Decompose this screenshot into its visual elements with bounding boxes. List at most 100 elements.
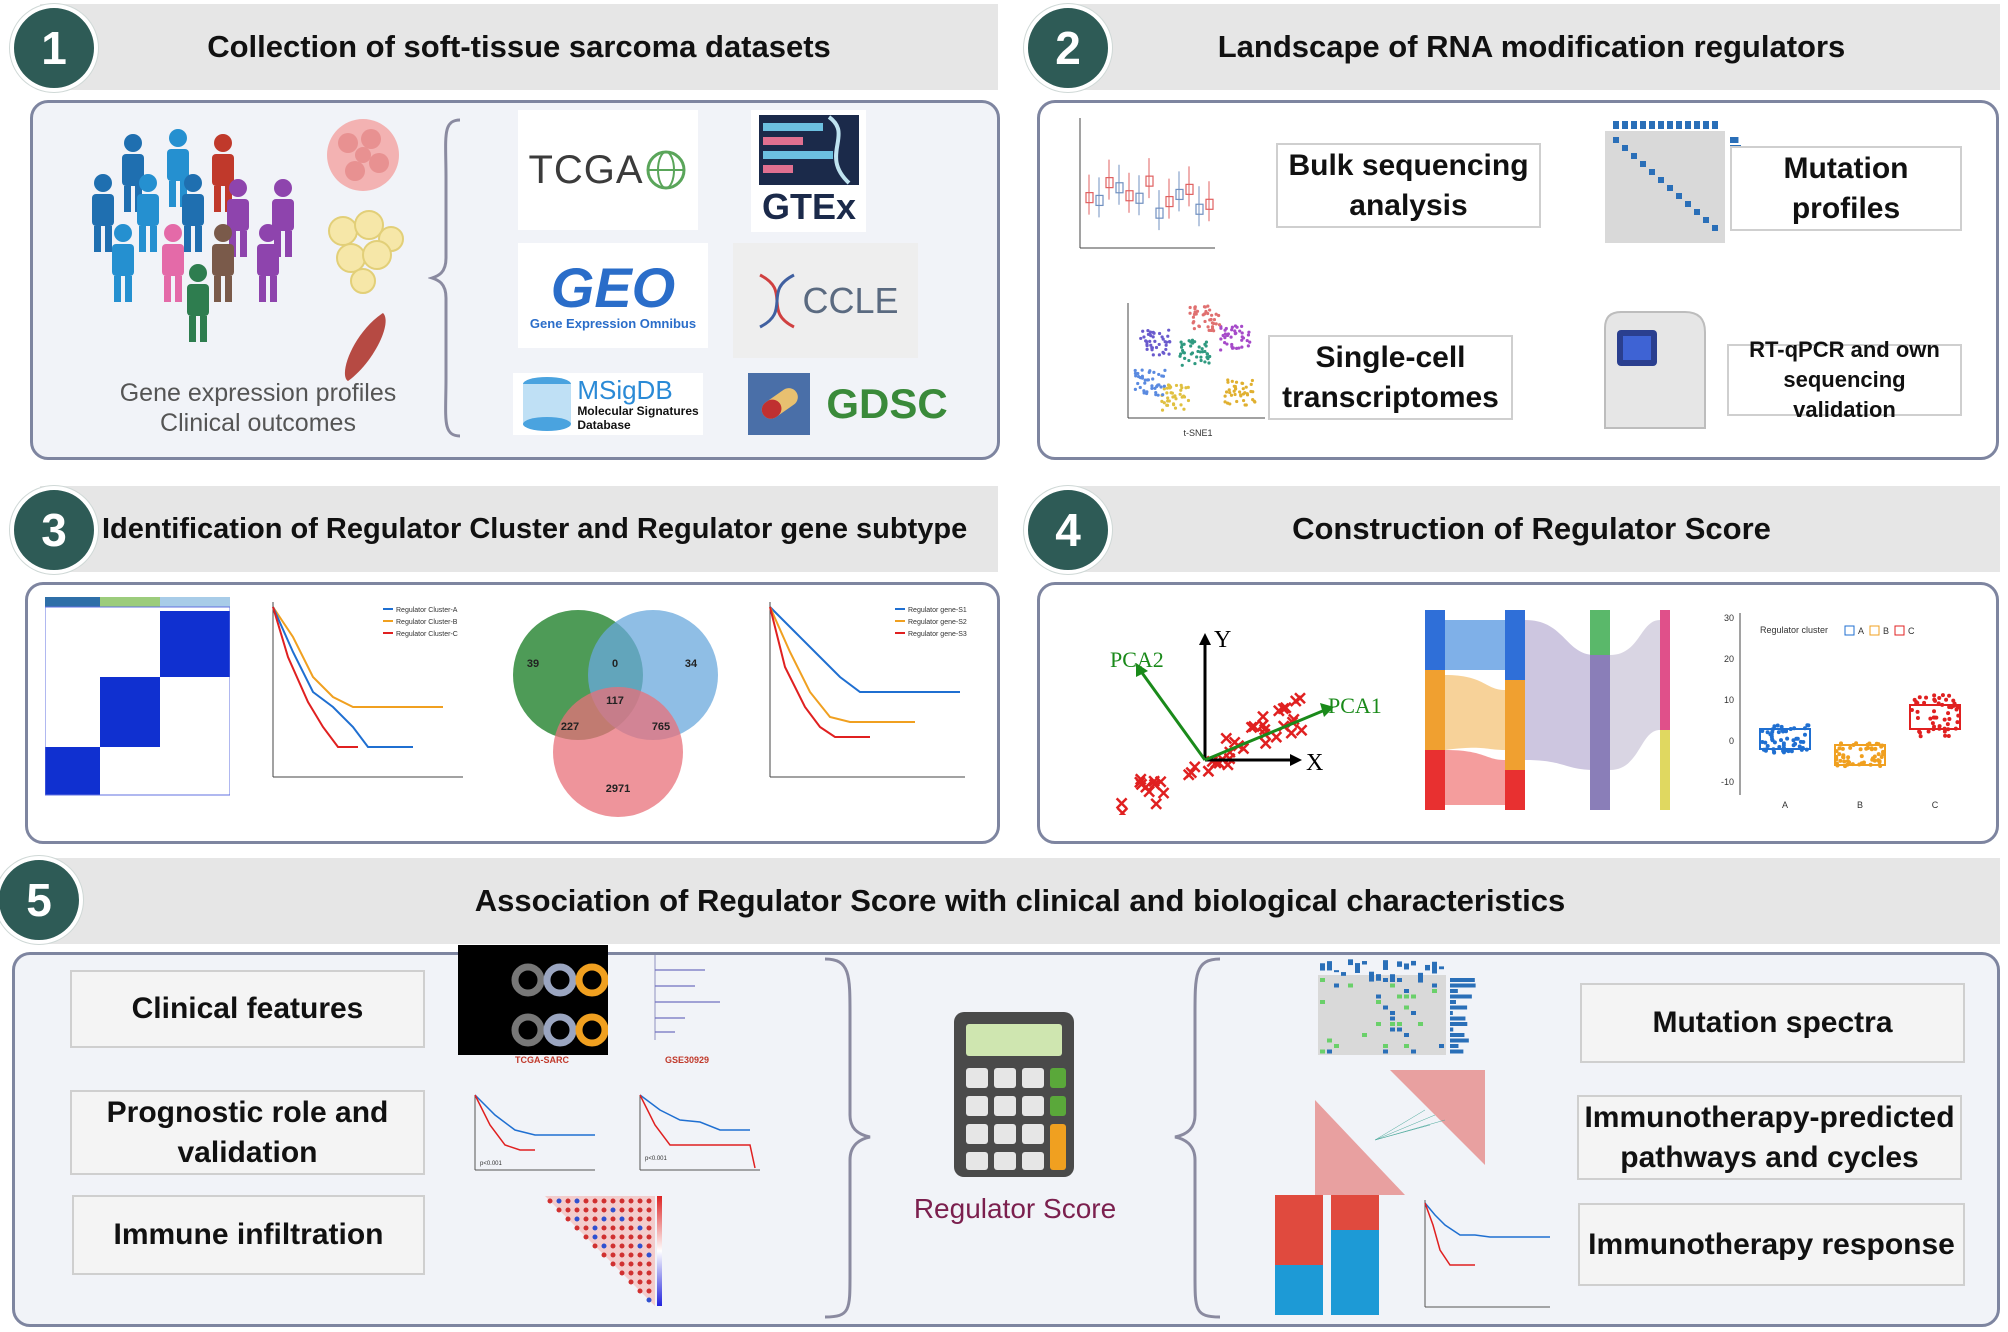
tsne-scatter: t-SNE1 [1127, 303, 1265, 438]
tsne-point [1207, 361, 1211, 365]
box-jitter-point [1928, 716, 1933, 721]
box-jitter-point [1770, 737, 1775, 742]
tsne-point [1212, 321, 1216, 326]
tsne-point [1145, 390, 1149, 394]
donut-ring [543, 1013, 577, 1047]
tsne-point [1217, 313, 1221, 318]
tcga-sarc-label: TCGA-SARC [515, 1055, 569, 1065]
onco-cell [1411, 1011, 1416, 1015]
section-2-title: Landscape of RNA modification regulators [1217, 29, 1846, 64]
pca-point [1116, 807, 1129, 815]
person-leg-icon [150, 226, 157, 252]
box-jitter-point [1946, 711, 1951, 716]
onco-cell [1362, 1033, 1367, 1037]
mutation-topbar [1631, 121, 1637, 129]
tsne-point [1202, 305, 1207, 309]
onco-cell [1390, 1011, 1395, 1015]
onco-sidebar [1450, 1027, 1454, 1032]
onco-cell [1376, 1022, 1381, 1026]
tsne-point [1179, 403, 1183, 407]
donut-ring [511, 1013, 545, 1047]
pca2-label: PCA2 [1110, 647, 1164, 672]
person-body-icon [112, 244, 134, 276]
mutation-topbar [1712, 121, 1718, 129]
msigdb-logo: MSigDB Molecular Signatures Database [513, 373, 703, 435]
correlation-dot [646, 1270, 652, 1276]
mutation-spectra-box: Mutation spectra [1580, 983, 1965, 1063]
pca-point [1135, 778, 1148, 791]
tsne-point [1245, 393, 1250, 397]
person-head-icon [164, 224, 182, 242]
tsne-point [1182, 407, 1186, 411]
tsne-point [1138, 385, 1142, 390]
correlation-dot [646, 1243, 652, 1249]
correlation-dot [583, 1216, 589, 1222]
tsne-point [1156, 393, 1160, 397]
bulk-box [1095, 194, 1104, 207]
bulk-box [1135, 192, 1144, 204]
correlation-dot [556, 1198, 562, 1204]
tsne-point [1181, 350, 1185, 355]
person-body-icon [122, 154, 144, 186]
box-jitter-point [1932, 693, 1937, 698]
section-5-badge: 5 [0, 856, 83, 944]
venn-abc: 117 [606, 695, 624, 707]
onco-cell [1383, 1049, 1388, 1054]
tsne-point [1239, 393, 1243, 397]
ccle-logo: CCLE [733, 243, 918, 358]
gdsc-text: GDSC [826, 380, 948, 427]
onco-cell [1397, 978, 1402, 982]
person-leg-icon [259, 276, 266, 302]
tsne-point [1212, 317, 1217, 322]
person-leg-icon [175, 276, 182, 302]
tsne-point [1203, 312, 1207, 316]
section-2-panel: Bulk sequencing analysis Mutation profil… [1037, 100, 1999, 460]
tsne-point [1178, 354, 1182, 358]
person-head-icon [259, 224, 277, 242]
person-body-icon [187, 284, 209, 316]
section-5-panel: Clinical features Prognostic role and va… [12, 945, 2000, 1327]
box-jitter-point [1917, 695, 1922, 700]
tsne-point [1238, 329, 1242, 333]
correlation-dot [637, 1225, 643, 1231]
onco-cell [1383, 978, 1388, 982]
onco-cell [1327, 1038, 1332, 1043]
tsne-point [1166, 399, 1170, 403]
onco-cell [1348, 983, 1353, 988]
correlation-dot [556, 1207, 562, 1213]
tsne-point [1203, 319, 1207, 324]
tsne-point [1183, 356, 1187, 360]
tsne-point [1167, 352, 1171, 356]
onco-topbar [1334, 970, 1339, 973]
tsne-point [1145, 344, 1149, 348]
tsne-point [1235, 399, 1239, 404]
tsne-point [1178, 392, 1182, 396]
box-legend-title: Regulator cluster [1760, 625, 1828, 635]
gtex-logo: GTEx [751, 110, 866, 232]
tsne-point [1227, 388, 1231, 392]
box-jitter-point [1869, 746, 1874, 751]
onco-topbar [1362, 961, 1367, 965]
tsne-point [1160, 408, 1165, 412]
tsne-point [1198, 350, 1202, 354]
box-jitter-point [1772, 750, 1777, 755]
box-ytick-minus10: -10 [1721, 777, 1734, 787]
tsne-point [1205, 352, 1210, 356]
tsne-point [1180, 343, 1184, 347]
globe-icon [646, 150, 686, 190]
person-leg-icon [195, 226, 202, 252]
person-body-icon [212, 154, 234, 186]
tsne-point [1221, 333, 1225, 338]
venn-ac: 227 [561, 721, 579, 733]
person-leg-icon [240, 231, 247, 257]
tsne-point [1165, 403, 1169, 407]
correlation-dot [637, 1270, 643, 1276]
box-jitter-point [1789, 749, 1794, 754]
bulk-box [1085, 192, 1094, 204]
person-leg-icon [189, 316, 196, 342]
person-body-icon [162, 244, 184, 276]
tsne-point [1204, 309, 1208, 314]
section-2-badge: 2 [1024, 4, 1112, 92]
km2-legend-s1: Regulator gene-S1 [908, 607, 967, 614]
correlation-dot [583, 1234, 589, 1240]
